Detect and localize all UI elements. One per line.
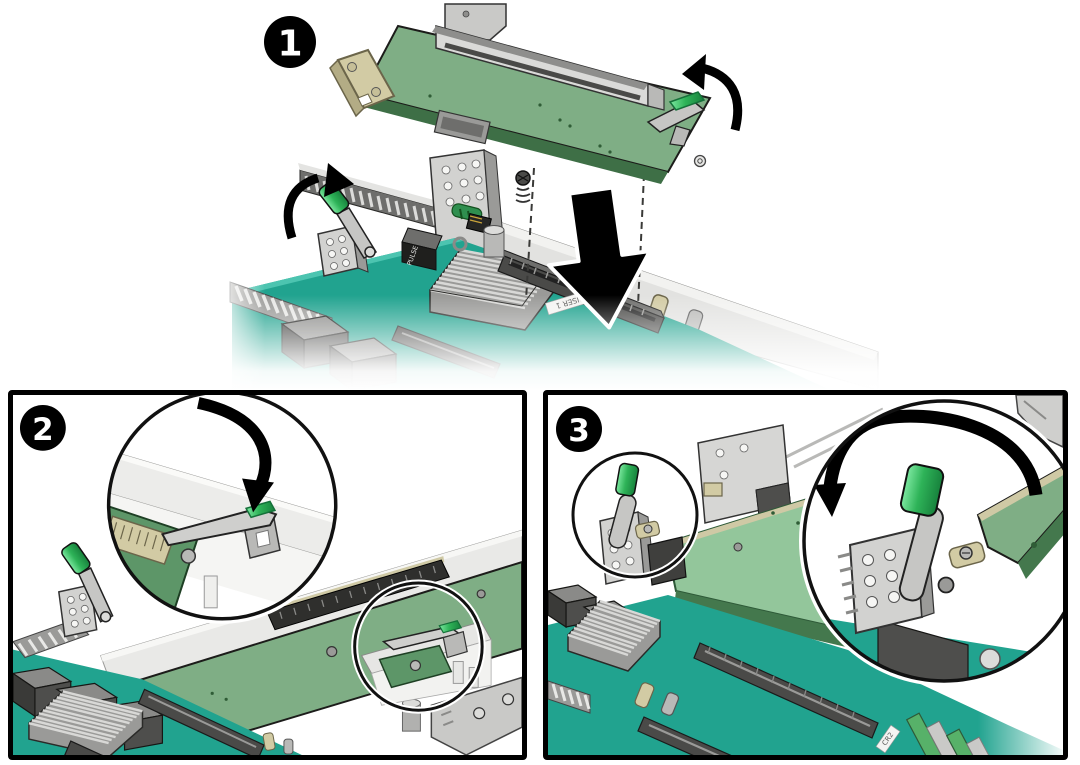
plunger-green-cap-zoomed [899,463,945,517]
floating-screw [693,154,707,168]
riser-release-lever [646,91,706,147]
magnifier-callout [103,395,341,624]
small-components [451,203,505,258]
chassis-edge-ribs [548,680,591,714]
lever-arm [335,207,378,259]
riser-top-connector [432,25,665,111]
pulse-transformer: PULSE [401,227,443,271]
plunger-location [599,462,687,586]
step-3-badge: 3 [556,406,602,452]
riser-front-bracket [329,48,396,118]
insert-down-arrow-icon [546,185,652,330]
step-3-number: 3 [568,413,590,449]
pcie-slots [64,688,265,755]
latch-tabs [634,682,680,716]
left-release-lever-assembly [317,181,378,277]
lever-green-pad [668,91,706,111]
alignment-dashed-lines [525,167,645,307]
riser-card-assembly [329,3,712,203]
step-2-badge: 2 [19,404,66,451]
rotate-open-arrow-right-icon [682,54,743,132]
cr2-label: CR2 [875,724,901,754]
left-release-lever-assembly [57,542,114,638]
left-fade [215,240,265,390]
rotate-open-arrow-left-icon [283,163,354,240]
chassis-bracket-top-right [1015,395,1063,448]
step-2-panel: 2 [8,390,527,760]
heatsink [567,599,661,672]
lever-zoomed [160,507,278,547]
via-dots [428,94,612,154]
step-1-badge: 1 [264,16,316,68]
step-3-illustration: CR2 [548,395,1063,755]
step-2-illustration: 2 [13,395,522,755]
captive-screw [515,170,531,203]
magnifier-callout [799,396,1063,686]
dimm-modules [905,675,1063,755]
motherboard [548,595,1063,755]
step-2-number: 2 [32,412,53,448]
riser-underside-connector [433,109,491,145]
pcie-slots [637,642,879,755]
step-3-panel: CR2 [543,390,1068,760]
bottom-fade [0,295,1080,390]
lever-green-cap [61,542,91,575]
heatsink [28,690,144,755]
plunger-green-cap [615,462,640,497]
rotate-close-arrow-icon [814,409,1043,517]
rotate-close-arrow-icon [196,397,274,513]
step-1-number: 1 [277,24,302,65]
callout-source-circle [353,581,484,712]
lever-green-pad-zoomed [244,500,277,519]
installed-riser-board [111,556,522,755]
step-1-illustration: RISER 1 PULSE [0,3,1080,390]
callout-source-circle [571,451,699,579]
corner-bracket [430,676,522,755]
